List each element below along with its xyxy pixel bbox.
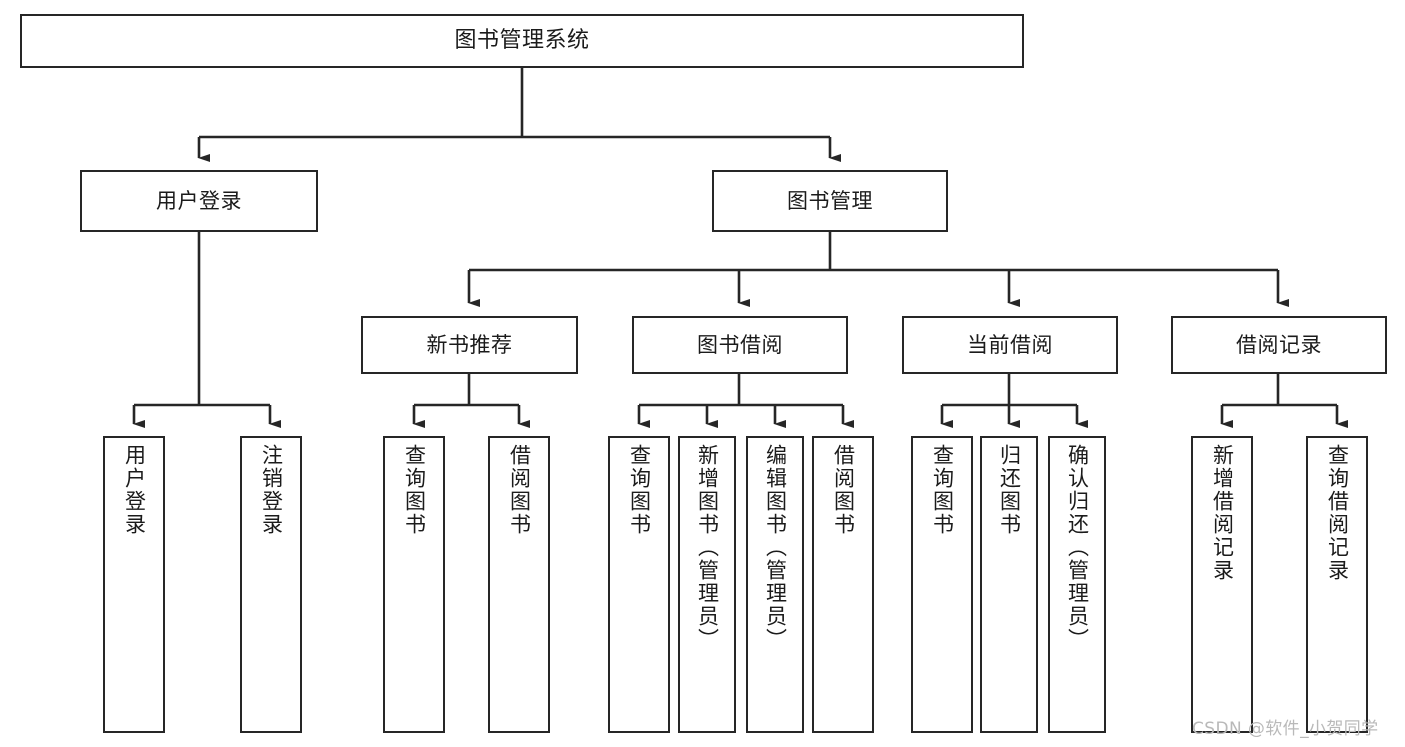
leaf-query-record[interactable]: 查询借阅记录	[1306, 436, 1368, 733]
node-borrow-record[interactable]: 借阅记录	[1171, 316, 1387, 374]
leaf-borrow-book-1[interactable]: 借阅图书	[488, 436, 550, 733]
node-label: 新增图书（管理员）	[695, 444, 720, 651]
node-book-management[interactable]: 图书管理	[712, 170, 948, 232]
leaf-confirm-return[interactable]: 确认归还（管理员）	[1048, 436, 1106, 733]
node-new-book-recommend[interactable]: 新书推荐	[361, 316, 578, 374]
leaf-query-book-1[interactable]: 查询图书	[383, 436, 445, 733]
node-label: 用户登录	[122, 444, 147, 536]
leaf-edit-book[interactable]: 编辑图书（管理员）	[746, 436, 804, 733]
node-label: 查询图书	[402, 444, 427, 536]
node-label: 图书借阅	[697, 332, 783, 357]
node-label: 借阅图书	[831, 444, 856, 536]
node-label: 查询图书	[627, 444, 652, 536]
leaf-query-book-2[interactable]: 查询图书	[608, 436, 670, 733]
leaf-add-book[interactable]: 新增图书（管理员）	[678, 436, 736, 733]
leaf-borrow-book-2[interactable]: 借阅图书	[812, 436, 874, 733]
node-label: 图书管理系统	[454, 28, 590, 54]
node-label: 确认归还（管理员）	[1065, 444, 1090, 651]
leaf-add-record[interactable]: 新增借阅记录	[1191, 436, 1253, 733]
node-current-borrow[interactable]: 当前借阅	[902, 316, 1118, 374]
leaf-return-book[interactable]: 归还图书	[980, 436, 1038, 733]
node-label: 借阅图书	[507, 444, 532, 536]
node-label: 注销登录	[259, 444, 284, 536]
node-label: 查询借阅记录	[1325, 444, 1350, 582]
node-label: 借阅记录	[1236, 332, 1322, 357]
node-book-borrow[interactable]: 图书借阅	[632, 316, 848, 374]
node-label: 新增借阅记录	[1210, 444, 1235, 582]
node-label: 编辑图书（管理员）	[763, 444, 788, 651]
node-label: 新书推荐	[426, 332, 513, 357]
node-label: 当前借阅	[967, 332, 1053, 357]
leaf-query-book-3[interactable]: 查询图书	[911, 436, 973, 733]
leaf-user-login[interactable]: 用户登录	[103, 436, 165, 733]
node-label: 归还图书	[997, 444, 1022, 536]
node-user-login[interactable]: 用户登录	[80, 170, 318, 232]
node-label: 图书管理	[787, 188, 873, 213]
leaf-logout-login[interactable]: 注销登录	[240, 436, 302, 733]
node-label: 用户登录	[156, 188, 242, 213]
csdn-watermark: CSDN @软件_小贺同学	[1192, 719, 1379, 739]
node-label: 查询图书	[930, 444, 955, 536]
node-root-system[interactable]: 图书管理系统	[20, 14, 1024, 68]
